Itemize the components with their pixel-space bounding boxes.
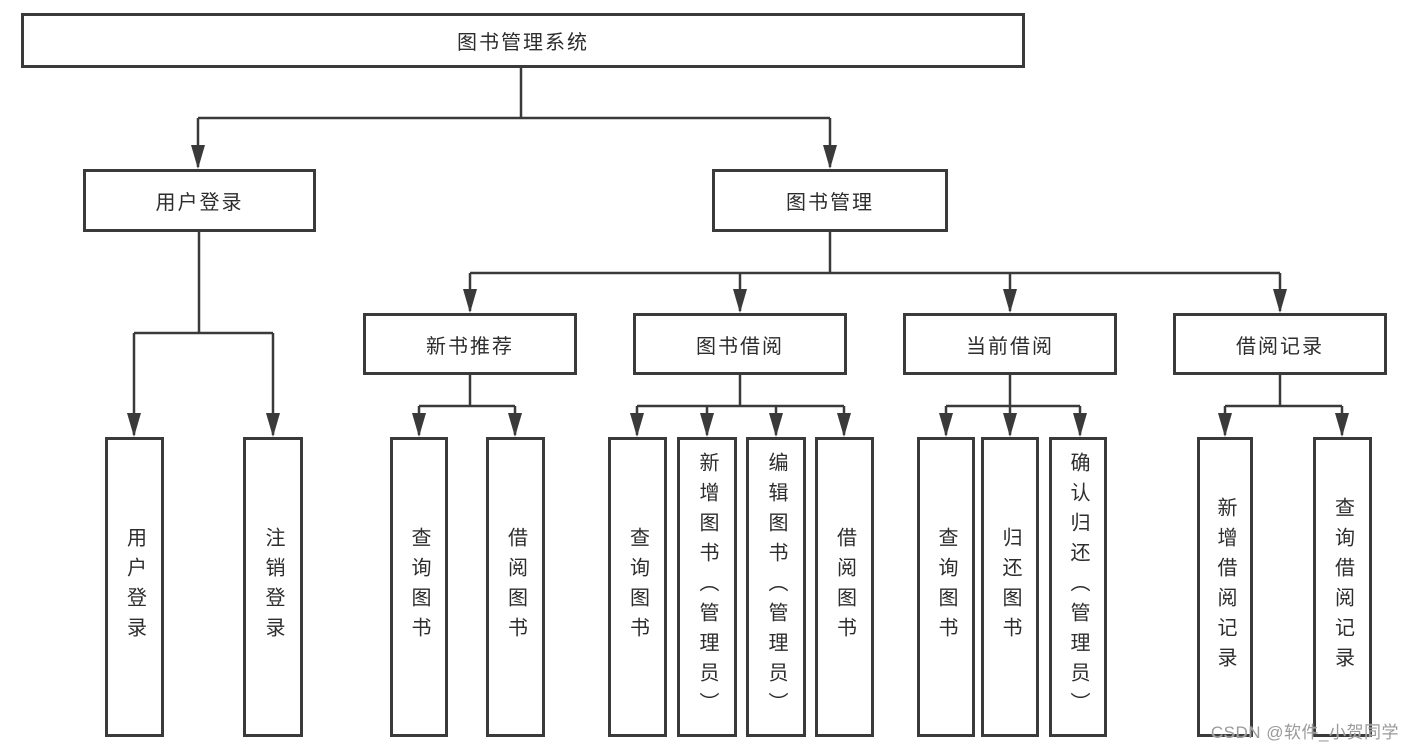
branch-user-login: 用户登录 [83,169,316,232]
leaf-label: 确认归还（管理员） [1067,452,1089,722]
leaf-query-books-2: 查询图书 [608,437,667,737]
leaf-label: 查询图书 [935,527,957,647]
leaf-query-books-1: 查询图书 [390,437,448,737]
leaf-confirm-return-admin: 确认归还（管理员） [1049,437,1107,737]
group-new-book-recommend: 新书推荐 [363,313,577,375]
leaf-label: 查询图书 [408,527,430,647]
group-current-borrow: 当前借阅 [903,313,1117,375]
leaf-label: 归还图书 [999,527,1021,647]
leaf-return-books: 归还图书 [981,437,1039,737]
leaf-query-borrow-record: 查询借阅记录 [1313,437,1372,737]
leaf-label: 查询借阅记录 [1331,497,1354,677]
leaf-edit-books-admin: 编辑图书（管理员） [746,437,806,737]
csdn-watermark: CSDN @软件_小贺同学 [1210,723,1399,742]
leaf-label: 编辑图书（管理员） [765,452,787,722]
leaf-label: 用户登录 [123,527,146,647]
leaf-borrow-books-2: 借阅图书 [815,437,874,737]
leaf-label: 借阅图书 [504,527,527,647]
leaf-logout: 注销登录 [243,437,303,737]
leaf-add-books-admin: 新增图书（管理员） [677,437,737,737]
leaf-label: 查询图书 [626,527,649,647]
leaf-borrow-books-1: 借阅图书 [486,437,545,737]
root-node-library-system: 图书管理系统 [21,13,1025,68]
leaf-label: 借阅图书 [833,527,856,647]
group-borrow-records: 借阅记录 [1173,313,1387,375]
leaf-label: 注销登录 [262,527,284,647]
branch-book-management: 图书管理 [712,169,948,232]
leaf-label: 新增图书（管理员） [696,452,718,722]
leaf-add-borrow-record: 新增借阅记录 [1197,437,1253,737]
group-book-borrow: 图书借阅 [633,313,847,375]
leaf-label: 新增借阅记录 [1214,497,1236,677]
leaf-user-login: 用户登录 [105,437,164,737]
leaf-query-books-3: 查询图书 [917,437,975,737]
